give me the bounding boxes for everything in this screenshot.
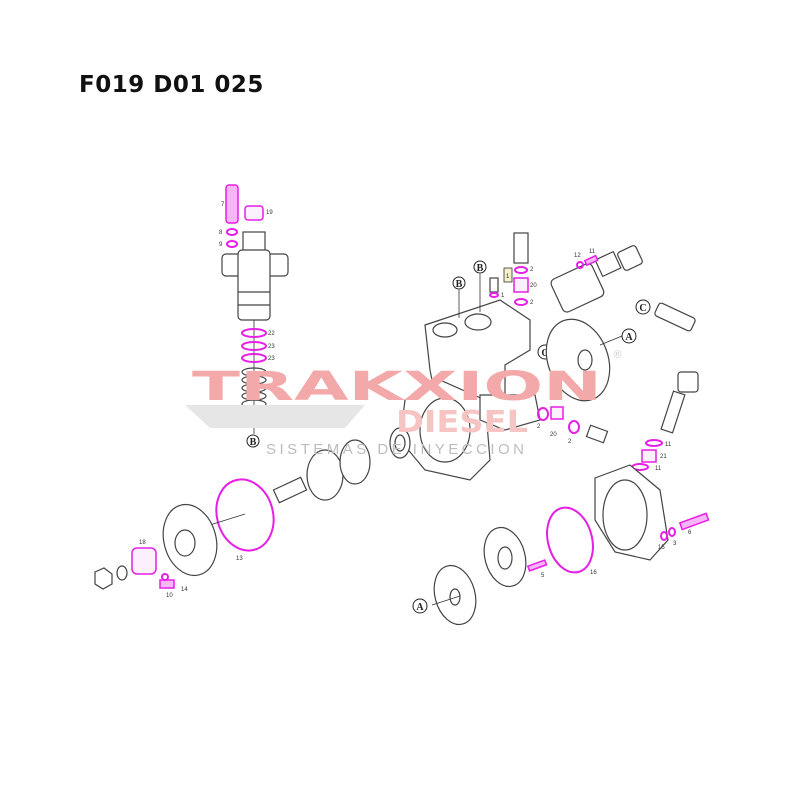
callout-11c: 11 — [655, 466, 662, 472]
o-ring-16 — [546, 506, 594, 574]
ring-23a — [241, 341, 267, 351]
watermark: TRAKXION DIESEL ® SISTEMAS DE INYECCION — [185, 348, 623, 458]
feed-pump-rotor — [433, 564, 477, 626]
callout-1-boxed: 1 — [506, 274, 510, 280]
washer-14 — [161, 573, 169, 581]
watermark-registered: ® — [612, 348, 623, 361]
screw-11 — [583, 254, 599, 267]
overflow-valve — [654, 302, 696, 332]
ring-23b — [241, 353, 267, 363]
banjo-bolt-side — [585, 424, 609, 444]
callout-11a: 11 — [589, 249, 596, 255]
ref-C-1: C — [639, 303, 646, 314]
barrel-body — [237, 249, 271, 321]
camshaft — [272, 427, 411, 504]
callout-20b: 20 — [550, 432, 557, 438]
washer-2a — [514, 266, 528, 274]
washer-8 — [226, 228, 238, 236]
connector-cap — [617, 245, 643, 271]
sleeve-21 — [641, 449, 657, 463]
screw-5 — [526, 559, 548, 572]
screw-7 — [225, 184, 239, 224]
part-number-title: F019 D01 025 — [79, 72, 264, 98]
washer-1 — [489, 292, 499, 298]
callout-1: 1 — [501, 293, 505, 299]
cap-19 — [244, 205, 264, 221]
washer-12 — [576, 261, 584, 269]
callout-2a: 2 — [530, 267, 534, 273]
ref-B-3: B — [477, 263, 484, 274]
ref-B-2: B — [456, 279, 463, 290]
callout-14: 14 — [181, 587, 188, 593]
feed-pump-plate — [483, 526, 527, 588]
bolt-10 — [159, 579, 175, 589]
callout-15: 15 — [658, 545, 665, 551]
callout-23b: 23 — [268, 356, 275, 362]
watermark-brand: TRAKXION — [192, 364, 602, 410]
washer-2c — [537, 407, 549, 421]
washer-3 — [668, 527, 676, 537]
ring-11b — [645, 439, 663, 447]
ref-A-1: A — [625, 332, 633, 343]
callout-21: 21 — [660, 454, 667, 460]
callout-13: 13 — [236, 556, 243, 562]
spring — [241, 367, 267, 409]
callout-9: 9 — [219, 242, 223, 248]
callout-2d: 2 — [568, 439, 572, 445]
washer — [116, 565, 128, 581]
washer-15 — [660, 531, 668, 541]
ref-C-2: C — [541, 348, 548, 359]
ring-22 — [241, 328, 267, 338]
callout-7: 7 — [221, 202, 225, 208]
callout-23a: 23 — [268, 344, 275, 350]
callout-2c: 2 — [537, 424, 541, 430]
callout-8: 8 — [219, 230, 223, 236]
watermark-bar — [185, 405, 365, 428]
screw-small — [489, 277, 499, 293]
callout-3: 3 — [673, 541, 677, 547]
callout-16: 16 — [590, 570, 597, 576]
callout-19: 19 — [266, 210, 273, 216]
callout-12: 12 — [574, 253, 581, 259]
bearing — [389, 427, 411, 459]
sleeve-20b — [550, 406, 564, 420]
callout-box-1 — [503, 267, 513, 283]
feed-pump-housing — [594, 464, 669, 561]
pump-housing — [399, 299, 541, 481]
watermark-tagline: SISTEMAS DE INYECCION — [266, 441, 528, 458]
bushing-18 — [131, 547, 157, 575]
valve-bolt — [677, 371, 699, 393]
washer-2b — [514, 298, 528, 306]
sleeve-20 — [513, 277, 529, 293]
end-cover — [162, 503, 218, 577]
bolt-6 — [678, 512, 710, 531]
o-ring-13 — [215, 478, 275, 552]
washer-9 — [226, 240, 238, 248]
ref-B-1: B — [250, 437, 257, 448]
banjo-bolt — [513, 232, 529, 264]
callout-20a: 20 — [530, 283, 537, 289]
callout-11b: 11 — [665, 442, 672, 448]
callout-22: 22 — [268, 331, 275, 337]
callout-6: 6 — [688, 530, 692, 536]
metering-unit — [550, 245, 643, 313]
callout-10: 10 — [166, 593, 173, 599]
callout-5: 5 — [541, 573, 545, 579]
delivery-valve-assembly — [221, 184, 289, 434]
nut — [94, 567, 113, 590]
ref-A-2: A — [416, 602, 424, 613]
callout-18: 18 — [139, 540, 146, 546]
washer-2d — [568, 420, 580, 434]
watermark-diesel: DIESEL — [396, 405, 528, 440]
callout-2b: 2 — [530, 300, 534, 306]
